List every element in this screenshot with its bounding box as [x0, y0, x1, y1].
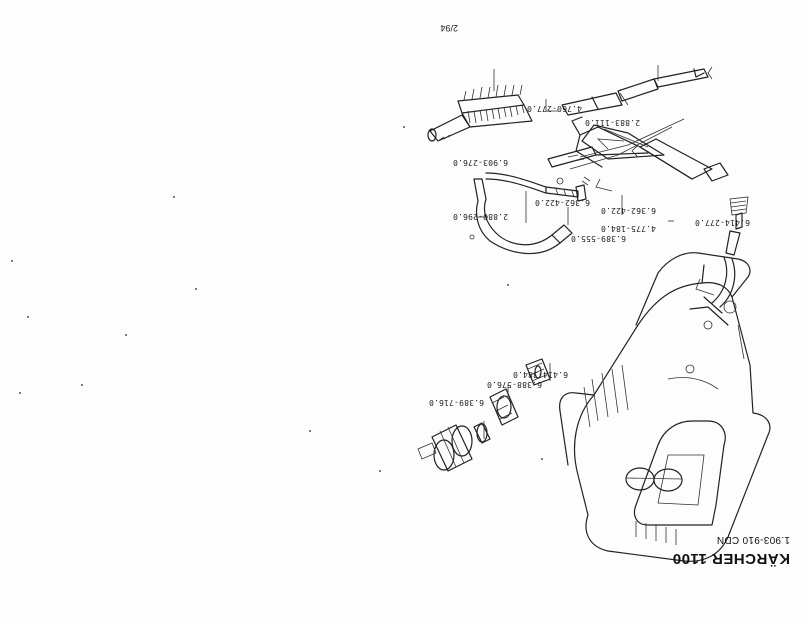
trigger-gun	[571, 116, 729, 192]
page-number: 2/94	[440, 23, 458, 33]
label-quick-coupling: 6.389-716.0	[428, 398, 484, 407]
label-coupling-adapter: 6.414-384.0	[512, 370, 568, 379]
label-wand-upper: 4.760-277.0	[526, 104, 582, 113]
leader-lines	[476, 65, 737, 439]
high-pressure-hose	[469, 172, 587, 255]
spray-lance	[547, 66, 713, 170]
label-brush: 6.903-276.0	[452, 158, 508, 167]
scan-specks	[11, 126, 543, 472]
label-hose-fitting: 6.362-422.0	[534, 198, 590, 207]
wash-brush	[427, 84, 533, 142]
label-o-ring: 2.880-296.0	[452, 212, 508, 221]
label-trigger-gun: 4.775-184.0	[600, 224, 656, 233]
document-code: 1.903-910 CDN	[716, 534, 790, 545]
label-coupling-nut: 6.388-576.0	[486, 380, 542, 389]
model-title: KÄRCHER 1100	[672, 550, 790, 567]
label-wand-connector: 2.883-111.0	[584, 118, 640, 127]
pressure-washer-housing	[559, 252, 771, 562]
label-inlet-nipple: 6.414-277.0	[694, 218, 750, 227]
inlet-hose-assembly	[711, 196, 749, 308]
label-hose: 6.389-555.0	[570, 234, 626, 243]
label-gun-nipple: 6.362-422.0	[600, 206, 656, 215]
coupling-parts	[417, 358, 551, 472]
